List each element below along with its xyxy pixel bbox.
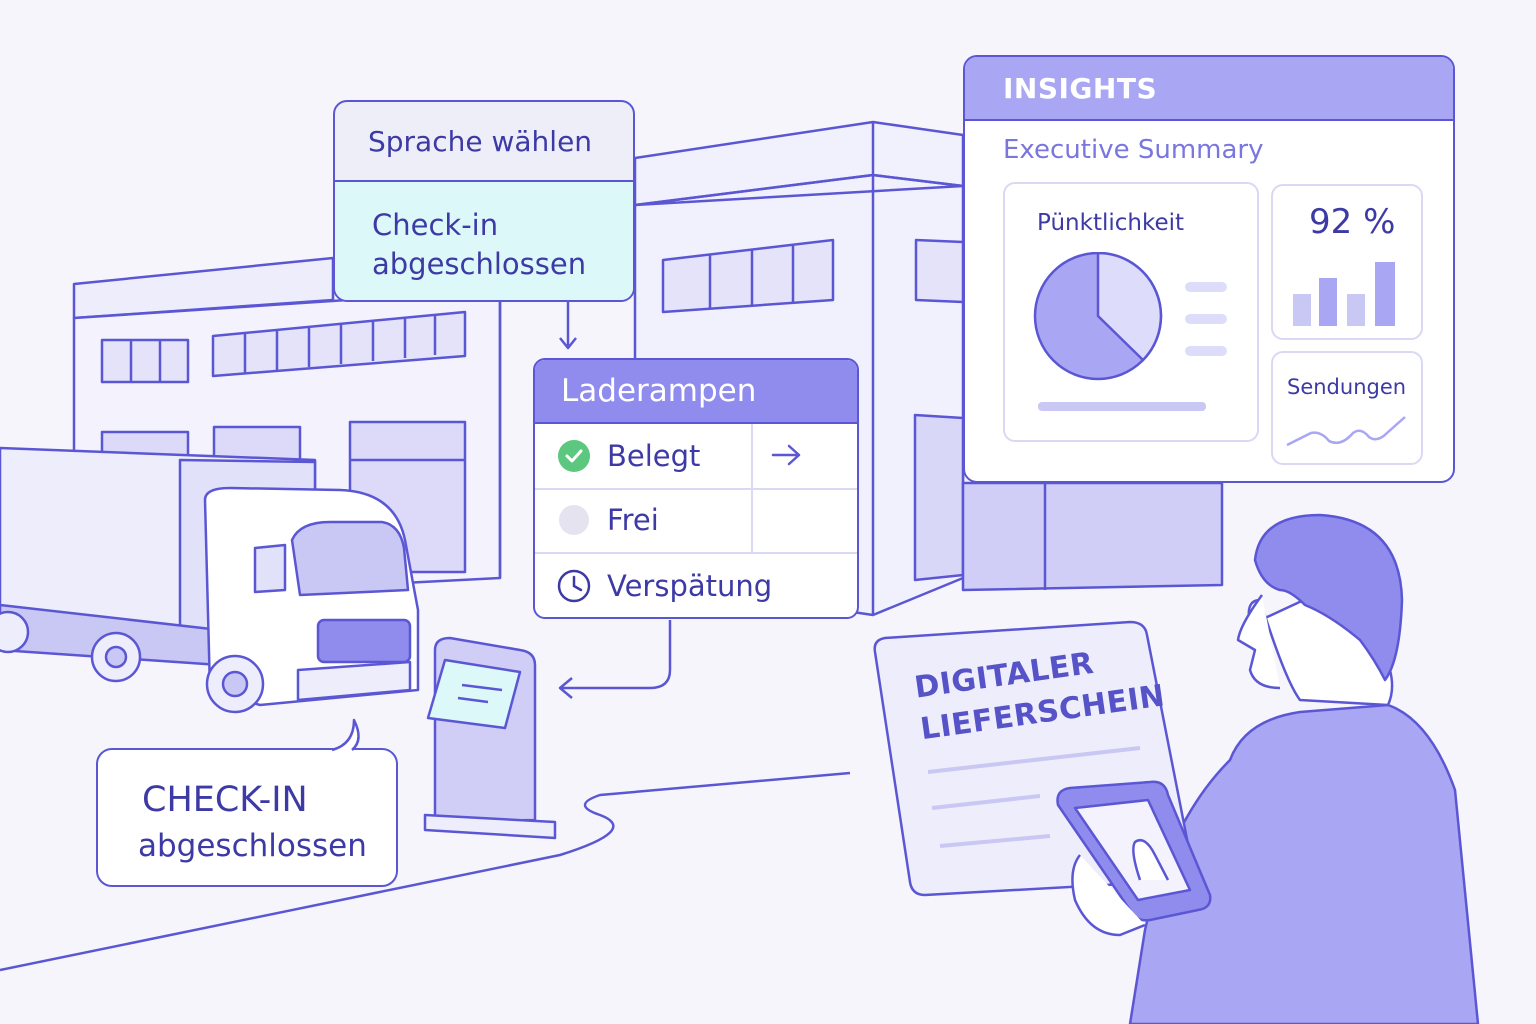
clock-icon	[557, 569, 591, 603]
row-divider	[751, 488, 753, 552]
checkin-status-line2: abgeschlossen	[372, 247, 587, 281]
percent-tile[interactable]: 92 %	[1271, 184, 1423, 340]
punctuality-percent: 92 %	[1309, 202, 1396, 242]
row-divider	[751, 424, 753, 488]
ramp-row-delayed[interactable]: Verspätung	[535, 554, 857, 617]
loading-ramps-card: Laderampen Belegt Frei Verspätung	[533, 358, 859, 619]
arrow-right-icon[interactable]	[769, 438, 803, 479]
punctuality-label: Pünktlichkeit	[1037, 210, 1185, 236]
bubble-tail	[331, 718, 360, 752]
checkin-status-line1: Check-in	[372, 208, 499, 242]
bar-mini-chart	[1293, 262, 1395, 326]
ramp-row-label: Belegt	[607, 439, 701, 473]
executive-summary-title: Executive Summary	[1003, 135, 1264, 165]
ramp-row-occupied[interactable]: Belegt	[535, 424, 857, 490]
punctuality-pie-chart	[1033, 252, 1227, 411]
ramp-row-label: Verspätung	[607, 569, 773, 603]
shipments-tile[interactable]: Sendungen	[1271, 351, 1423, 465]
insights-header: INSIGHTS	[965, 57, 1453, 121]
checkin-complete-bubble: CHECK-IN abgeschlossen	[96, 748, 398, 887]
empty-circle-icon	[557, 503, 591, 537]
check-circle-icon	[557, 439, 591, 473]
check-in-kiosk	[423, 636, 557, 840]
punctuality-tile[interactable]: Pünktlichkeit	[1003, 182, 1259, 442]
person	[1128, 513, 1480, 1024]
checkin-status-box: Check-in abgeschlossen	[335, 182, 633, 300]
language-select-title[interactable]: Sprache wählen	[335, 102, 633, 182]
language-card[interactable]: Sprache wählen Check-in abgeschlossen	[333, 100, 635, 302]
shipments-label: Sendungen	[1287, 375, 1407, 399]
ramp-row-free[interactable]: Frei	[535, 488, 857, 554]
shipments-sparkline	[1286, 416, 1406, 447]
truck	[0, 446, 420, 714]
checkin-bubble-line2: abgeschlossen	[138, 828, 367, 864]
tablet	[1056, 780, 1212, 937]
ramp-row-label: Frei	[607, 503, 659, 537]
checkin-bubble-line1: CHECK-IN	[142, 780, 308, 820]
loading-ramps-title: Laderampen	[535, 360, 857, 424]
insights-panel: INSIGHTS Executive Summary Pünktlichkeit…	[963, 55, 1455, 483]
